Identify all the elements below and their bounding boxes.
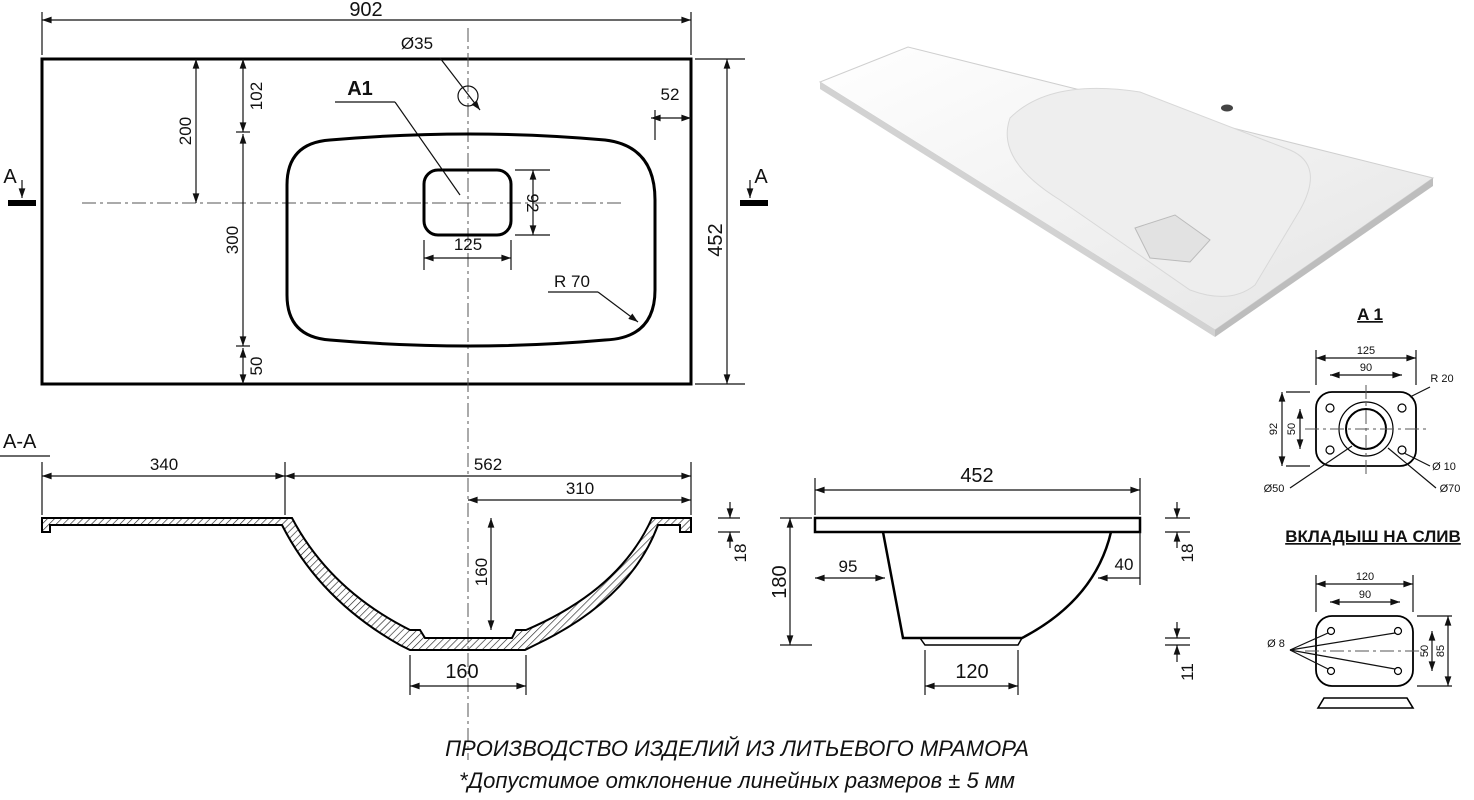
detail-a1-title: A 1 [1357, 305, 1383, 324]
footer-tolerance-note: *Допустимое отклонение линейных размеров… [459, 768, 1015, 793]
depth-label: 452 [705, 223, 727, 256]
bowl-radius-label: R 70 [554, 272, 590, 291]
section-mark-left: A [3, 166, 17, 188]
a1-h50-label: 50 [1286, 423, 1298, 435]
drain-width-label: 125 [454, 235, 482, 254]
side-bowl-outline [881, 531, 1113, 640]
a1-callout-label: A1 [347, 78, 373, 100]
section-title: A-A [3, 431, 37, 453]
a1-w125-label: 125 [1357, 345, 1375, 357]
detail-a1: A 1 125 90 R 20 92 50 Ø50 Ø 10 Ø70 [1264, 305, 1461, 495]
insert-title: ВКЛАДЫШ НА СЛИВ [1285, 527, 1461, 546]
section-profile [41, 517, 692, 651]
insert-w90-label: 90 [1359, 589, 1371, 601]
a1-w90-label: 90 [1360, 362, 1372, 374]
insert-w120-label: 120 [1356, 571, 1374, 583]
bowl-outline [285, 132, 657, 348]
dim-340-label: 340 [150, 455, 178, 474]
dim-562-label: 562 [474, 455, 502, 474]
drain-height-label: 92 [523, 194, 542, 213]
insert-h85-label: 85 [1435, 645, 1447, 657]
plan-view: 902 Ø35 A1 125 92 R 70 52 [3, 0, 768, 760]
insert-h50-label: 50 [1419, 645, 1431, 657]
render-bowl [1006, 87, 1311, 297]
section-view: A-A 340 562 310 160 160 18 [0, 431, 750, 695]
faucet-hole-label: Ø35 [401, 34, 433, 53]
right-margin-label: 52 [661, 85, 680, 104]
dim-120-label: 120 [955, 661, 988, 683]
dim-200-label: 200 [176, 117, 195, 145]
faucet-hole [457, 85, 479, 107]
dim-11-label: 11 [1178, 663, 1197, 681]
drain-outline [422, 168, 513, 237]
side-width-label: 452 [960, 465, 993, 487]
dim-160-depth-label: 160 [472, 558, 491, 586]
section-mark-right: A [754, 166, 768, 188]
dim-50-label: 50 [247, 357, 266, 376]
dim-95-label: 95 [839, 557, 858, 576]
insert-d8-label: Ø 8 [1267, 638, 1285, 650]
side-height-label: 180 [769, 565, 791, 598]
dim-102-label: 102 [247, 82, 266, 110]
a1-radius-label: R 20 [1430, 373, 1453, 385]
a1-d10-label: Ø 10 [1432, 461, 1456, 473]
side-view: 452 180 95 40 18 120 11 [769, 465, 1197, 695]
insert-side-profile [1316, 697, 1415, 709]
width-label: 902 [349, 0, 382, 21]
countertop-outline [40, 57, 693, 386]
dim-18-label: 18 [731, 544, 750, 563]
product-render [818, 46, 1435, 337]
dim-40-label: 40 [1115, 555, 1134, 574]
dim-160-bottom-label: 160 [445, 661, 478, 683]
a1-h92-label: 92 [1268, 423, 1280, 435]
a1-d70-label: Ø70 [1440, 483, 1461, 495]
side-top-slab [813, 516, 1142, 534]
footer-title: ПРОИЗВОДСТВО ИЗДЕЛИЙ ИЗ ЛИТЬЕВОГО МРАМОР… [445, 736, 1029, 761]
a1-d50-label: Ø50 [1264, 483, 1285, 495]
drain-insert-detail: ВКЛАДЫШ НА СЛИВ 120 90 Ø 8 85 50 [1267, 527, 1461, 709]
dim-300-label: 300 [223, 226, 242, 254]
dim-310-label: 310 [566, 479, 594, 498]
side-dim-18-label: 18 [1178, 544, 1197, 563]
